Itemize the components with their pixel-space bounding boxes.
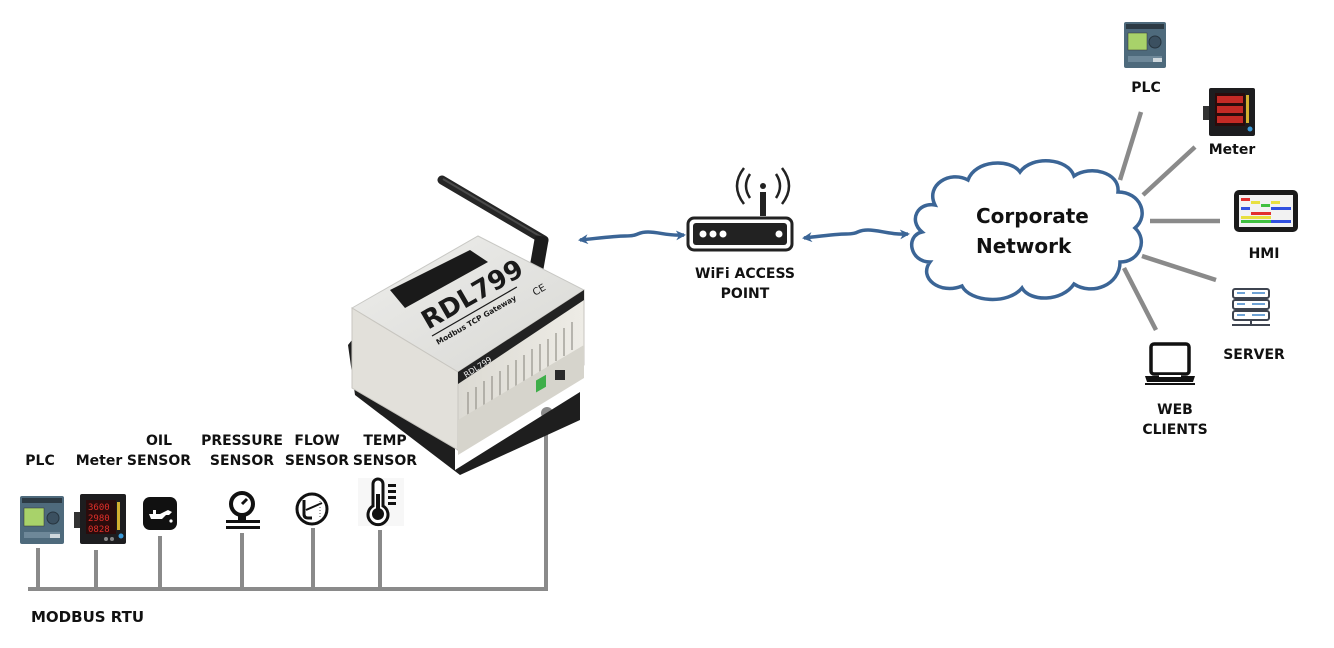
plc-icon: [20, 496, 64, 544]
meter-reading-2: 2980: [88, 514, 110, 524]
flow-meter-icon: [295, 492, 329, 526]
laptop-icon: [1145, 342, 1195, 385]
temp-sensor-label: TEMP SENSOR: [352, 433, 418, 469]
pressure-sensor-label: PRESSURE SENSOR: [201, 433, 283, 469]
rdl799-gateway-device: RDL799 Modbus TCP Gateway RDL799 CE: [348, 175, 585, 475]
flow-sensor-label: FLOW SENSOR: [284, 433, 350, 469]
antenna: [437, 175, 549, 280]
rtu-plc-label: PLC: [25, 453, 55, 469]
server-icon: [1232, 288, 1270, 326]
meter-reading-1: 3600: [88, 503, 110, 513]
corporate-network-cloud: [910, 159, 1144, 302]
web-clients-label: WEB CLIENTS: [1142, 402, 1208, 438]
meter-icon: [1203, 88, 1255, 136]
wireless-link-gateway-ap: [578, 230, 686, 245]
plc-icon: [1124, 22, 1166, 68]
rtu-meter-label: Meter: [75, 453, 123, 469]
tcp-plc-label: PLC: [1131, 80, 1161, 96]
modbus-rtu-bus: [28, 407, 553, 591]
network-spokes: [1117, 111, 1220, 332]
cloud-title-line2: Network: [976, 234, 1072, 258]
oil-sensor-icon: [143, 497, 177, 530]
spoke-plc: [1117, 111, 1144, 181]
server-label: SERVER: [1223, 347, 1285, 363]
wifi-access-point-label: WiFi ACCESS POINT: [695, 266, 795, 302]
thermometer-icon: [358, 477, 404, 527]
spoke-server: [1141, 253, 1217, 283]
meter-reading-3: 0828: [88, 525, 110, 535]
hmi-tablet-icon: [1234, 190, 1298, 232]
hmi-label: HMI: [1248, 246, 1280, 262]
wifi-router-icon: [686, 167, 794, 252]
tcp-meter-label: Meter: [1208, 142, 1256, 158]
pressure-gauge-icon: [226, 491, 260, 529]
spoke-meter: [1141, 145, 1197, 197]
oil-sensor-label: OIL SENSOR: [126, 433, 192, 469]
spoke-web-clients: [1122, 266, 1158, 332]
wireless-link-ap-cloud: [802, 228, 910, 243]
meter-icon: 3600 2980 0828: [74, 494, 126, 544]
modbus-rtu-label: MODBUS RTU: [31, 608, 145, 626]
cloud-title-line1: Corporate: [976, 204, 1089, 228]
